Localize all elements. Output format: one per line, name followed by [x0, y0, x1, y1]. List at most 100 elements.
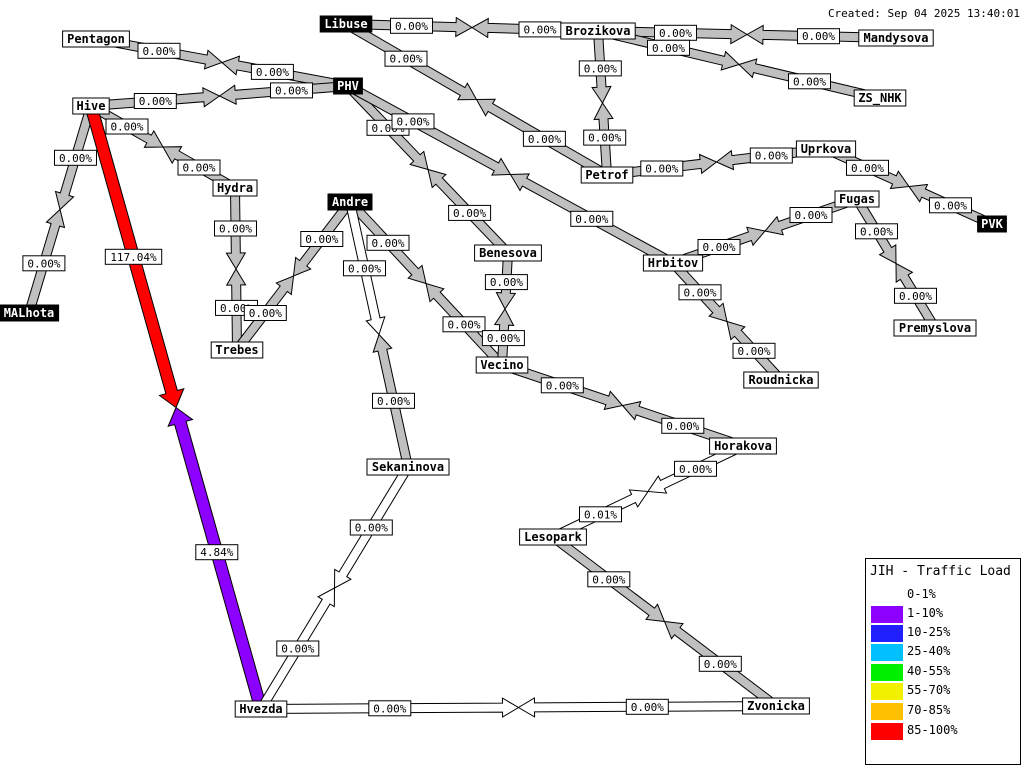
node-hvezda-box[interactable] [234, 700, 288, 718]
link-andre-sekaninova-in-label-text: 0.00% [377, 395, 410, 408]
node-hive-label: Hive [77, 99, 106, 113]
node-libuse[interactable]: Libuse [319, 15, 373, 33]
link-andre-vecino-out-label: 0.00% [366, 234, 410, 251]
legend-title: JIH - Traffic Load [870, 564, 1011, 579]
legend-swatch [871, 606, 903, 623]
link-vecino-horakova[interactable] [499, 360, 746, 451]
node-benesova-box[interactable] [474, 244, 542, 262]
link-hive-phv-out-label-text: 0.00% [139, 95, 172, 108]
link-lesopark-zvonicka[interactable] [549, 532, 780, 711]
node-sekaninova-box[interactable] [366, 458, 450, 476]
node-zs_nhk[interactable]: ZS_NHK [853, 89, 907, 107]
node-trebes[interactable]: Trebes [210, 341, 264, 359]
link-brozikova-petrof-in-label-box [583, 129, 627, 146]
node-roudnicka[interactable]: Roudnicka [743, 371, 819, 389]
node-uprkova-box[interactable] [795, 140, 857, 158]
node-premyslova-label: Premyslova [899, 321, 971, 335]
link-benesova-vecino[interactable] [493, 252, 517, 366]
node-vecino-box[interactable] [475, 356, 529, 374]
link-benesova-vecino-in-label-box [481, 330, 525, 347]
link-phv-hrbitov-in-label-text: 0.00% [575, 213, 608, 226]
link-hvezda-zvonicka-in-label: 0.00% [625, 698, 669, 715]
link-brozikova-petrof-out-label: 0.00% [578, 60, 622, 77]
link-hive-malhota-out-label-text: 0.00% [59, 152, 92, 165]
link-hive-hydra-out-label-box [105, 118, 149, 135]
node-pentagon[interactable]: Pentagon [62, 30, 130, 48]
node-mandysova[interactable]: Mandysova [858, 29, 934, 47]
link-fugas-premyslova-out-label-text: 0.00% [860, 225, 893, 238]
link-pentagon-phv[interactable] [94, 34, 350, 91]
node-zs_nhk-box[interactable] [853, 89, 907, 107]
node-mandysova-box[interactable] [858, 29, 934, 47]
node-horakova-box[interactable] [709, 437, 777, 455]
link-vecino-horakova-out-label-box [540, 377, 584, 394]
node-hive[interactable]: Hive [72, 97, 110, 115]
node-hive-box[interactable] [72, 97, 110, 115]
node-zvonicka-box[interactable] [742, 697, 810, 715]
link-hive-malhota-in-label: 0.00% [22, 255, 66, 272]
link-phv-hrbitov-in-label-box [570, 210, 614, 227]
node-trebes-box[interactable] [210, 341, 264, 359]
link-hrbitov-roudnicka[interactable] [668, 259, 786, 384]
legend-swatch [871, 644, 903, 661]
node-horakova[interactable]: Horakova [709, 437, 777, 455]
legend-label: 85-100% [907, 723, 958, 737]
node-phv[interactable]: PHV [333, 77, 363, 95]
link-hvezda-zvonicka-out-label-text: 0.00% [373, 702, 406, 715]
link-libuse-petrof-in-label-box [522, 130, 566, 147]
link-horakova-lesopark[interactable] [550, 441, 746, 542]
link-brozikova-petrof[interactable] [591, 30, 614, 176]
link-fugas-premyslova-in-label-box [894, 287, 937, 304]
link-sekaninova-hvezda[interactable] [256, 464, 413, 712]
legend-swatch [871, 664, 903, 681]
link-hydra-trebes[interactable] [225, 187, 247, 351]
node-hrbitov[interactable]: Hrbitov [642, 254, 704, 272]
link-fugas-premyslova[interactable] [852, 196, 940, 331]
node-petrof-box[interactable] [580, 166, 634, 184]
node-vecino[interactable]: Vecino [475, 356, 529, 374]
node-fugas-label: Fugas [839, 192, 875, 206]
node-hvezda[interactable]: Hvezda [234, 700, 288, 718]
node-hrbitov-box[interactable] [642, 254, 704, 272]
node-lesopark-box[interactable] [519, 528, 587, 546]
node-fugas[interactable]: Fugas [834, 190, 880, 208]
link-andre-sekaninova-in-label-box [372, 392, 415, 409]
node-phv-box[interactable] [333, 77, 363, 95]
node-hydra-box[interactable] [212, 179, 258, 197]
node-andre[interactable]: Andre [327, 193, 373, 211]
link-hive-malhota[interactable] [24, 104, 96, 315]
link-sekaninova-hvezda-out-label-text: 0.00% [355, 522, 388, 535]
link-hrbitov-fugas-in-label-box [789, 207, 833, 223]
node-brozikova[interactable]: Brozikova [560, 22, 636, 40]
link-hydra-trebes-out-label: 0.00% [214, 220, 257, 237]
link-hive-hvezda-in-label-box [195, 544, 239, 561]
node-pvk[interactable]: PVK [977, 215, 1007, 233]
link-petrof-uprkova[interactable] [605, 143, 828, 181]
node-benesova[interactable]: Benesova [474, 244, 542, 262]
node-brozikova-box[interactable] [560, 22, 636, 40]
node-petrof[interactable]: Petrof [580, 166, 634, 184]
node-zvonicka[interactable]: Zvonicka [742, 697, 810, 715]
node-pvk-box[interactable] [977, 215, 1007, 233]
node-malhota[interactable]: MALhota [0, 304, 60, 322]
link-hrbitov-roudnicka-out-label-box [678, 284, 722, 301]
node-mandysova-label: Mandysova [863, 31, 928, 45]
node-lesopark[interactable]: Lesopark [519, 528, 587, 546]
node-andre-box[interactable] [327, 193, 373, 211]
link-hvezda-zvonicka[interactable] [260, 697, 777, 718]
link-uprkova-pvk-out-label-text: 0.00% [851, 162, 884, 175]
node-premyslova-box[interactable] [893, 319, 977, 337]
node-uprkova[interactable]: Uprkova [795, 140, 857, 158]
node-malhota-box[interactable] [0, 304, 60, 322]
node-roudnicka-box[interactable] [743, 371, 819, 389]
link-pentagon-phv-in-label-box [250, 63, 294, 80]
node-libuse-box[interactable] [319, 15, 373, 33]
node-pentagon-box[interactable] [62, 30, 130, 48]
link-andre-trebes-in-label: 0.00% [243, 305, 287, 321]
link-lesopark-zvonicka-out-label: 0.00% [587, 571, 631, 588]
link-brozikova-zs_nhk-out-label-box [647, 39, 690, 56]
node-sekaninova[interactable]: Sekaninova [366, 458, 450, 476]
node-premyslova[interactable]: Premyslova [893, 319, 977, 337]
node-hydra[interactable]: Hydra [212, 179, 258, 197]
node-fugas-box[interactable] [834, 190, 880, 208]
